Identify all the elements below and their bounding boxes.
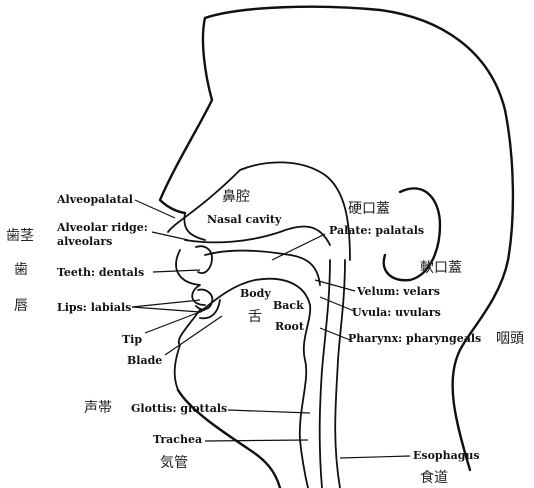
jp-label-esophagus: 食道 <box>420 469 448 486</box>
jp-label-trachea: 気管 <box>160 455 188 471</box>
label-alveolars: alveolars <box>57 235 112 248</box>
label-body: Body <box>240 287 271 300</box>
label-palate: Palate: palatals <box>329 224 424 237</box>
label-uvula: Uvula: uvulars <box>352 306 441 319</box>
label-root: Root <box>275 320 305 333</box>
label-alveopalatal: Alveopalatal <box>56 193 133 206</box>
jp-label-alveolar-ridge: 歯茎 <box>6 228 34 244</box>
label-esophagus: Esophagus <box>413 449 480 462</box>
jp-label-lips: 唇 <box>14 298 28 314</box>
label-velum: Velum: velars <box>356 285 440 298</box>
label-back: Back <box>273 299 304 312</box>
label-blade: Blade <box>127 354 162 367</box>
jp-label-teeth: 歯 <box>14 262 28 278</box>
english-labels: Alveopalatal Alveolar ridge: alveolars T… <box>56 193 481 462</box>
jp-label-hard-palate: 硬口蓋 <box>348 201 390 217</box>
label-alveolar-ridge: Alveolar ridge: <box>56 221 148 234</box>
label-teeth: Teeth: dentals <box>57 266 144 279</box>
head-outline <box>160 7 513 488</box>
jp-label-tongue: 舌 <box>248 309 262 325</box>
label-pharynx: Pharynx: pharyngeals <box>348 332 481 345</box>
jp-label-vocal-cords: 声帯 <box>84 400 112 416</box>
label-trachea: Trachea <box>153 433 202 446</box>
label-tip: Tip <box>122 333 142 346</box>
jp-label-pharynx: 咽頭 <box>496 331 524 347</box>
label-glottis: Glottis: glottals <box>131 402 227 415</box>
jp-label-soft-palate: 軟口蓋 <box>420 260 462 276</box>
jp-label-nasal-cavity: 鼻腔 <box>222 188 250 205</box>
label-lips: Lips: labials <box>57 301 131 314</box>
pointer-lines <box>132 200 410 458</box>
label-nasal-cavity: Nasal cavity <box>207 213 282 226</box>
